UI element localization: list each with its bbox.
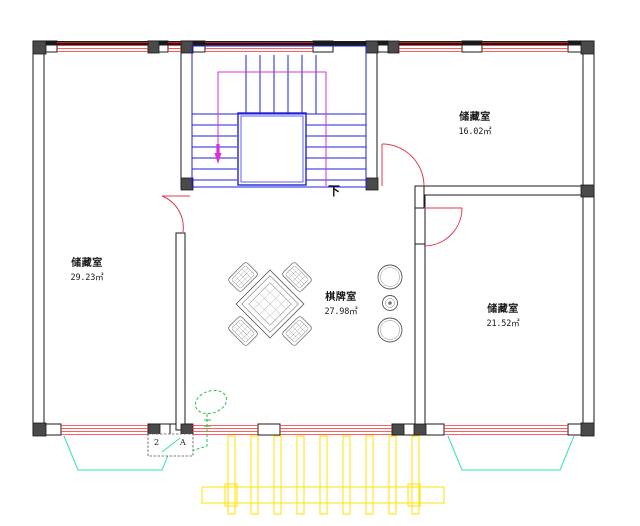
stair-treads-right	[306, 113, 366, 181]
detail-callout	[147, 433, 194, 457]
column-top-4	[387, 40, 400, 54]
window-bottom-left	[61, 425, 148, 435]
column-top-right	[580, 40, 595, 55]
detail-callout-slash	[161, 437, 181, 453]
wall-top-band-mid	[205, 41, 388, 46]
annotation-cloud	[194, 389, 228, 415]
round-stool-lower	[377, 317, 403, 343]
sill-bottom-right	[447, 435, 575, 471]
wall-interior-right-divider-lower	[414, 243, 426, 435]
stair-direction-label: 下	[328, 184, 341, 198]
chair-bottom-right	[282, 316, 312, 346]
wall-nub-right-room	[414, 185, 425, 209]
wall-top-band-right	[388, 41, 594, 46]
wall-layer	[32, 40, 595, 436]
balcony-joists	[227, 435, 420, 515]
mahjong-table	[235, 269, 305, 339]
window-bottom-right	[444, 425, 568, 435]
stair-direction-arrow-head	[214, 153, 222, 164]
stairwell-opening	[237, 112, 307, 186]
balcony-post-left	[224, 483, 238, 507]
window-top-right	[399, 42, 462, 52]
door-right-upper	[381, 143, 425, 187]
detail-marker-right-text: A	[180, 438, 186, 447]
stair-treads-left	[192, 113, 237, 181]
window-sill-layer	[63, 435, 575, 471]
window-top-left	[57, 42, 148, 52]
window-top-far-right	[482, 42, 568, 52]
staircase	[191, 45, 367, 188]
stair-treads-top	[245, 55, 317, 114]
window-layer	[57, 42, 568, 435]
balcony-railing	[201, 435, 445, 515]
column-bottom-3	[391, 423, 405, 436]
chair-top-left	[228, 262, 258, 292]
column-stair-right-base	[365, 177, 379, 191]
column-bottom-2	[180, 423, 194, 436]
furniture-layer	[228, 262, 403, 346]
wall-interior-stair-left	[180, 44, 193, 188]
column-stair-left-base	[180, 177, 194, 191]
column-right-mid	[580, 184, 595, 198]
stair-path-line	[217, 71, 327, 186]
door-layer	[161, 143, 463, 247]
balcony-beam	[201, 486, 445, 504]
chair-top-right	[282, 262, 312, 292]
round-stool-upper	[377, 264, 403, 290]
stair-outline	[191, 45, 367, 188]
annotation-leader	[187, 414, 208, 453]
wall-top-band-left	[33, 41, 205, 46]
chair-bottom-left	[228, 316, 258, 346]
wall-interior-top-right-horizontal	[414, 185, 595, 196]
door-right-lower	[423, 207, 463, 247]
wall-interior-left-divider	[175, 232, 186, 431]
window-bottom-mid	[192, 425, 258, 435]
door-left-room	[161, 195, 190, 233]
column-bottom-left	[32, 422, 47, 437]
stair-path	[214, 71, 327, 186]
column-layer	[32, 40, 595, 437]
column-top-2	[180, 40, 194, 54]
wall-interior-stair-right	[365, 44, 378, 188]
stairwell-opening-inner	[240, 115, 304, 183]
column-top-3	[365, 40, 379, 54]
wall-right-exterior	[582, 40, 595, 436]
column-top-left	[32, 40, 47, 55]
balcony-post-right	[407, 483, 421, 507]
stair-path-arrow-shaft	[216, 144, 220, 154]
column-bottom-4	[413, 423, 427, 436]
side-table	[382, 295, 398, 311]
column-top-1	[147, 40, 160, 54]
detail-marker-left-text: 2	[154, 438, 160, 447]
annotation-layer	[187, 389, 228, 453]
window-bottom-center	[280, 425, 392, 435]
column-bottom-right	[580, 422, 595, 437]
window-top-mid-left	[168, 42, 181, 52]
wall-left-exterior	[32, 40, 45, 436]
column-bottom-1	[147, 423, 161, 436]
